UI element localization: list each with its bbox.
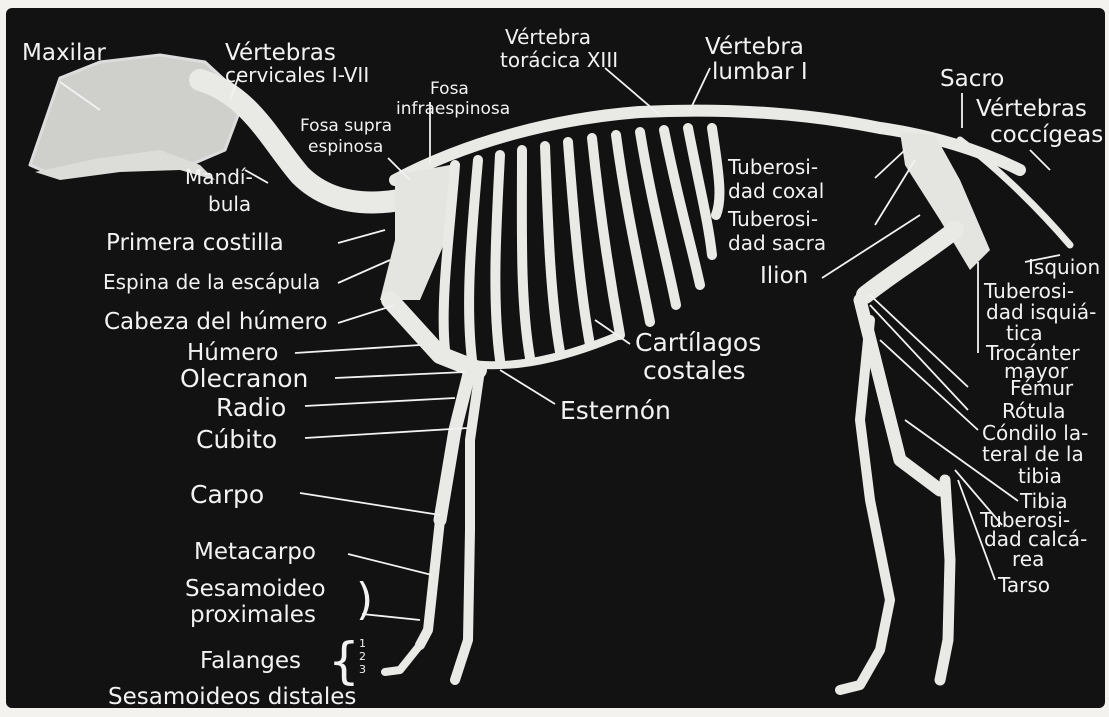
label-cartilagos-costales-2: costales <box>643 358 746 383</box>
label-metacarpo: Metacarpo <box>194 541 316 564</box>
label-fosa-infraespinosa-1: Fosa <box>430 81 469 98</box>
label-tuberosidad-sacra-2: dad sacra <box>728 233 826 253</box>
label-maxilar: Maxilar <box>22 42 106 65</box>
label-condilo-lateral-2: teral de la <box>982 444 1084 464</box>
label-sesamoideo-proximales-1: Sesamoideo <box>185 578 326 601</box>
bracket-falanges: { <box>328 636 360 686</box>
label-cubito: Cúbito <box>196 427 277 452</box>
falanges-number-2: 2 <box>359 651 366 662</box>
label-mandibula-1: Mandí- <box>185 167 253 187</box>
label-esternon: Esternón <box>560 398 671 423</box>
label-sesamoideo-proximales-2: proximales <box>190 604 316 627</box>
label-vertebra-toracica-2: torácica XIII <box>500 50 618 70</box>
label-vertebras-cervicales-1: Vértebras <box>225 42 336 65</box>
metacarpus-front <box>420 520 440 645</box>
label-tuberosidad-coxal-1: Tuberosi- <box>728 157 818 177</box>
label-falanges: Falanges <box>200 650 301 673</box>
label-primera-costilla: Primera costilla <box>106 232 284 255</box>
label-tuberosidad-coxal-2: dad coxal <box>728 181 824 201</box>
label-isquion: Isquion <box>1028 257 1100 277</box>
label-vertebras-coccigeas-2: coccígeas <box>990 124 1103 147</box>
label-tuberosidad-calcarea-2: dad calcá- <box>984 529 1087 549</box>
label-tarso: Tarso <box>998 575 1050 595</box>
label-femur: Fémur <box>1010 378 1073 398</box>
label-cartilagos-costales-1: Cartílagos <box>635 330 761 355</box>
label-cabeza-humero: Cabeza del húmero <box>104 311 328 334</box>
label-olecranon: Olecranon <box>180 366 308 391</box>
bracket-sesamoideo: ) <box>356 578 373 622</box>
label-condilo-lateral-3: tibia <box>1018 466 1062 486</box>
falanges-number-3: 3 <box>359 664 366 675</box>
label-fosa-infraespinosa-2: infraespinosa <box>396 101 510 118</box>
label-carpo: Carpo <box>190 482 264 507</box>
falanges-number-1: 1 <box>359 638 366 649</box>
label-tuberosidad-isquiatica-2: dad isquiá- <box>986 302 1096 322</box>
label-sacro: Sacro <box>940 68 1004 91</box>
label-ilion: Ilion <box>760 265 808 288</box>
label-vertebra-lumbar-1: Vértebra <box>705 36 804 59</box>
label-vertebra-toracica-1: Vértebra <box>505 27 591 47</box>
label-tuberosidad-sacra-1: Tuberosi- <box>728 209 818 229</box>
label-fosa-supraespinosa-2: espinosa <box>308 139 383 156</box>
label-mandibula-2: bula <box>208 194 251 214</box>
label-radio: Radio <box>216 395 286 420</box>
label-rotula: Rótula <box>1002 401 1066 421</box>
label-humero: Húmero <box>187 342 278 365</box>
label-tuberosidad-isquiatica-1: Tuberosi- <box>984 281 1074 301</box>
label-vertebras-cervicales-2: cervicales I-VII <box>225 65 369 85</box>
label-vertebra-lumbar-2: lumbar I <box>712 61 808 84</box>
scapula <box>380 165 450 300</box>
label-espina-escapula: Espina de la escápula <box>103 272 320 292</box>
label-fosa-supraespinosa-1: Fosa supra <box>300 118 392 135</box>
label-vertebras-coccigeas-1: Vértebras <box>976 98 1087 121</box>
femur <box>865 230 955 295</box>
label-sesamoideos-distales: Sesamoideos distales <box>108 686 356 709</box>
label-tuberosidad-isquiatica-3: tica <box>1006 323 1043 343</box>
label-condilo-lateral-1: Cóndilo la- <box>982 423 1088 443</box>
hind-metatarsus <box>940 480 950 680</box>
label-tuberosidad-calcarea-3: rea <box>1012 549 1044 569</box>
